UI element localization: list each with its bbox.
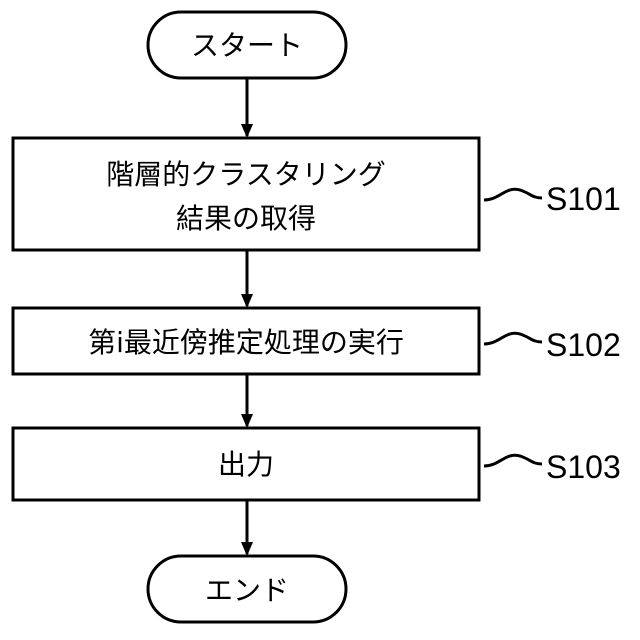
step-label-s103: S103 [546, 449, 621, 485]
step-s101-line1: 階層的クラスタリング [106, 158, 385, 191]
step-s101-line2: 結果の取得 [176, 202, 316, 235]
arrowhead-3 [241, 414, 253, 428]
step-s102-line1: 第i最近傍推定処理の実行 [88, 326, 404, 359]
step-s103-line1: 出力 [218, 448, 274, 481]
arrowhead-2 [241, 294, 253, 308]
leader-s102 [484, 333, 542, 344]
step-label-s101: S101 [546, 181, 621, 217]
leader-s101 [484, 189, 542, 200]
arrowhead-4 [241, 542, 253, 556]
end-label: エンド [205, 574, 289, 607]
step-label-s102: S102 [546, 327, 621, 363]
leader-s103 [484, 455, 542, 466]
arrowhead-1 [241, 124, 253, 138]
start-label: スタート [191, 29, 303, 62]
